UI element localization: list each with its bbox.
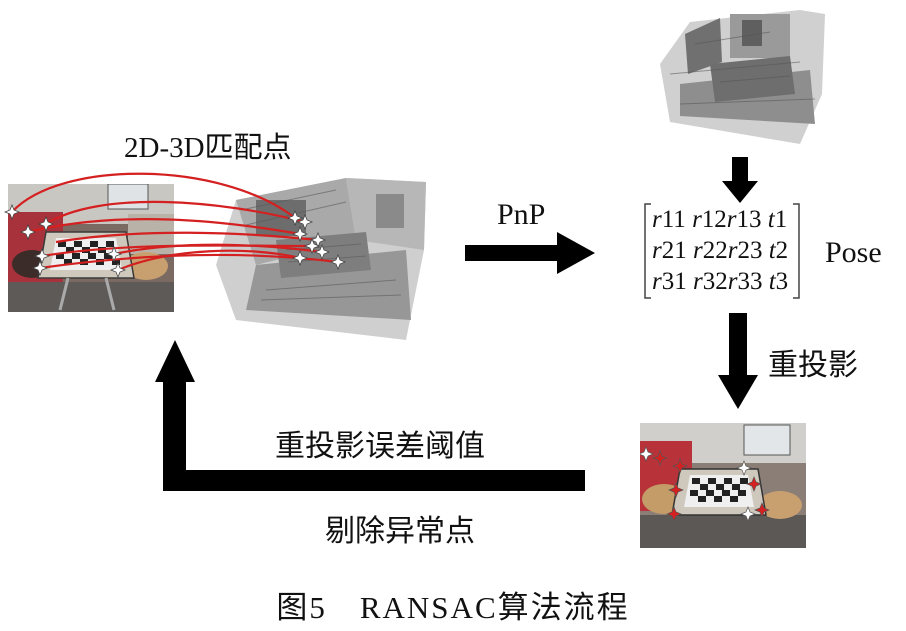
matrix-row-1: r11 r12r13 t1 (652, 206, 788, 233)
matrix-bracket-left (644, 203, 651, 299)
point-cloud-left (216, 178, 426, 340)
arrow-right-icon (465, 232, 595, 274)
pose-label: Pose (825, 236, 882, 269)
point-cloud-top-right (660, 10, 825, 144)
star-marker-icon (3, 203, 347, 279)
remove-outliers-label: 剔除异常点 (325, 515, 475, 548)
pnp-label: PnP (497, 198, 546, 231)
reproject-label: 重投影 (768, 349, 858, 382)
matrix-row-3: r31 r32r33 t3 (652, 268, 789, 295)
query-photo-left (8, 184, 174, 312)
arrow-up-icon (155, 340, 585, 491)
matches-label: 2D-3D匹配点 (124, 132, 292, 164)
matrix-row-2: r21 r22r23 t2 (652, 237, 789, 264)
matrix-bracket-right (793, 203, 800, 299)
arrow-down-icon (722, 157, 758, 203)
match-lines (3, 172, 347, 279)
arrow-down-icon (718, 313, 758, 409)
star-marker-icon (640, 446, 770, 522)
pose-matrix: r11 r12r13 t1 r21 r22r23 t2 r31 r32r33 t… (643, 202, 801, 300)
threshold-label: 重投影误差阈值 (275, 430, 485, 463)
reprojected-photo (640, 423, 806, 548)
figure-caption: 图5 RANSAC算法流程 (276, 590, 630, 625)
